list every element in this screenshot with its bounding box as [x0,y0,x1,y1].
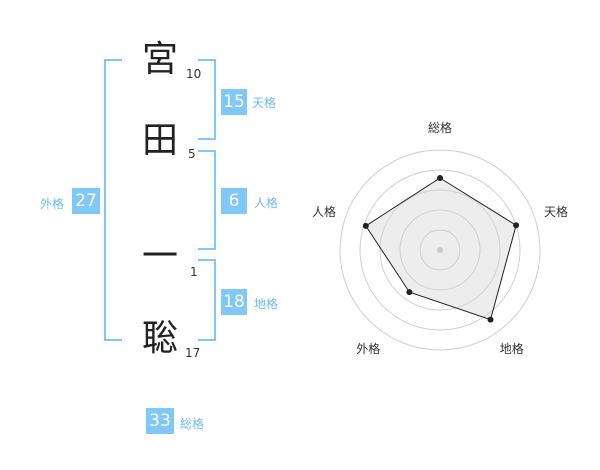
radar-ring-2 [399,209,481,291]
radar-point-1 [437,175,443,181]
radar-axis-label-chikaku: 地格 [499,341,524,356]
name-char-4: 聡 [141,318,178,359]
jinkaku-bracket [198,150,216,250]
radar-axis-label-gaikaku: 外格 [356,341,381,356]
stroke-count-1: 10 [186,67,202,81]
radar-ring-4 [359,169,521,331]
jinkaku-value-badge: 6 [221,188,247,214]
radar-ring-5 [339,149,541,351]
soukaku-label: 総格 [180,417,205,431]
jinkaku-label: 人格 [254,196,279,210]
radar-points [362,175,520,323]
gaikaku-value-badge: 27 [72,188,100,214]
soukaku-value-badge: 33 [146,408,174,434]
radar-point-2 [513,222,520,229]
radar-axis-label-tenkaku: 天格 [544,205,569,220]
tenkaku-bracket [198,59,216,140]
radar-axis-label-soukaku: 総格 [428,121,453,135]
chikaku-label: 地格 [254,297,279,311]
gaikaku-bracket [104,59,122,341]
radar-ring-1 [419,229,461,271]
name-char-2: 田 [141,120,178,161]
tenkaku-value-badge: 15 [221,89,247,115]
radar-point-5 [362,222,369,229]
radar-point-3 [487,316,494,323]
stroke-count-2: 5 [188,147,196,161]
tenkaku-label: 天格 [252,96,277,110]
radar-axis-label-jinkaku: 人格 [312,205,337,220]
stroke-count-3: 1 [190,265,198,279]
stroke-count-4: 17 [185,346,201,360]
name-char-1: 宮 [141,39,178,80]
radar-point-4 [406,289,413,296]
radar-ring-3 [379,189,501,311]
chikaku-bracket [198,259,216,341]
name-char-3: 一 [141,236,178,277]
gaikaku-label: 外格 [40,197,65,211]
chikaku-value-badge: 18 [221,289,247,315]
radar-grid [339,149,541,351]
radar-center-dot [437,247,443,253]
